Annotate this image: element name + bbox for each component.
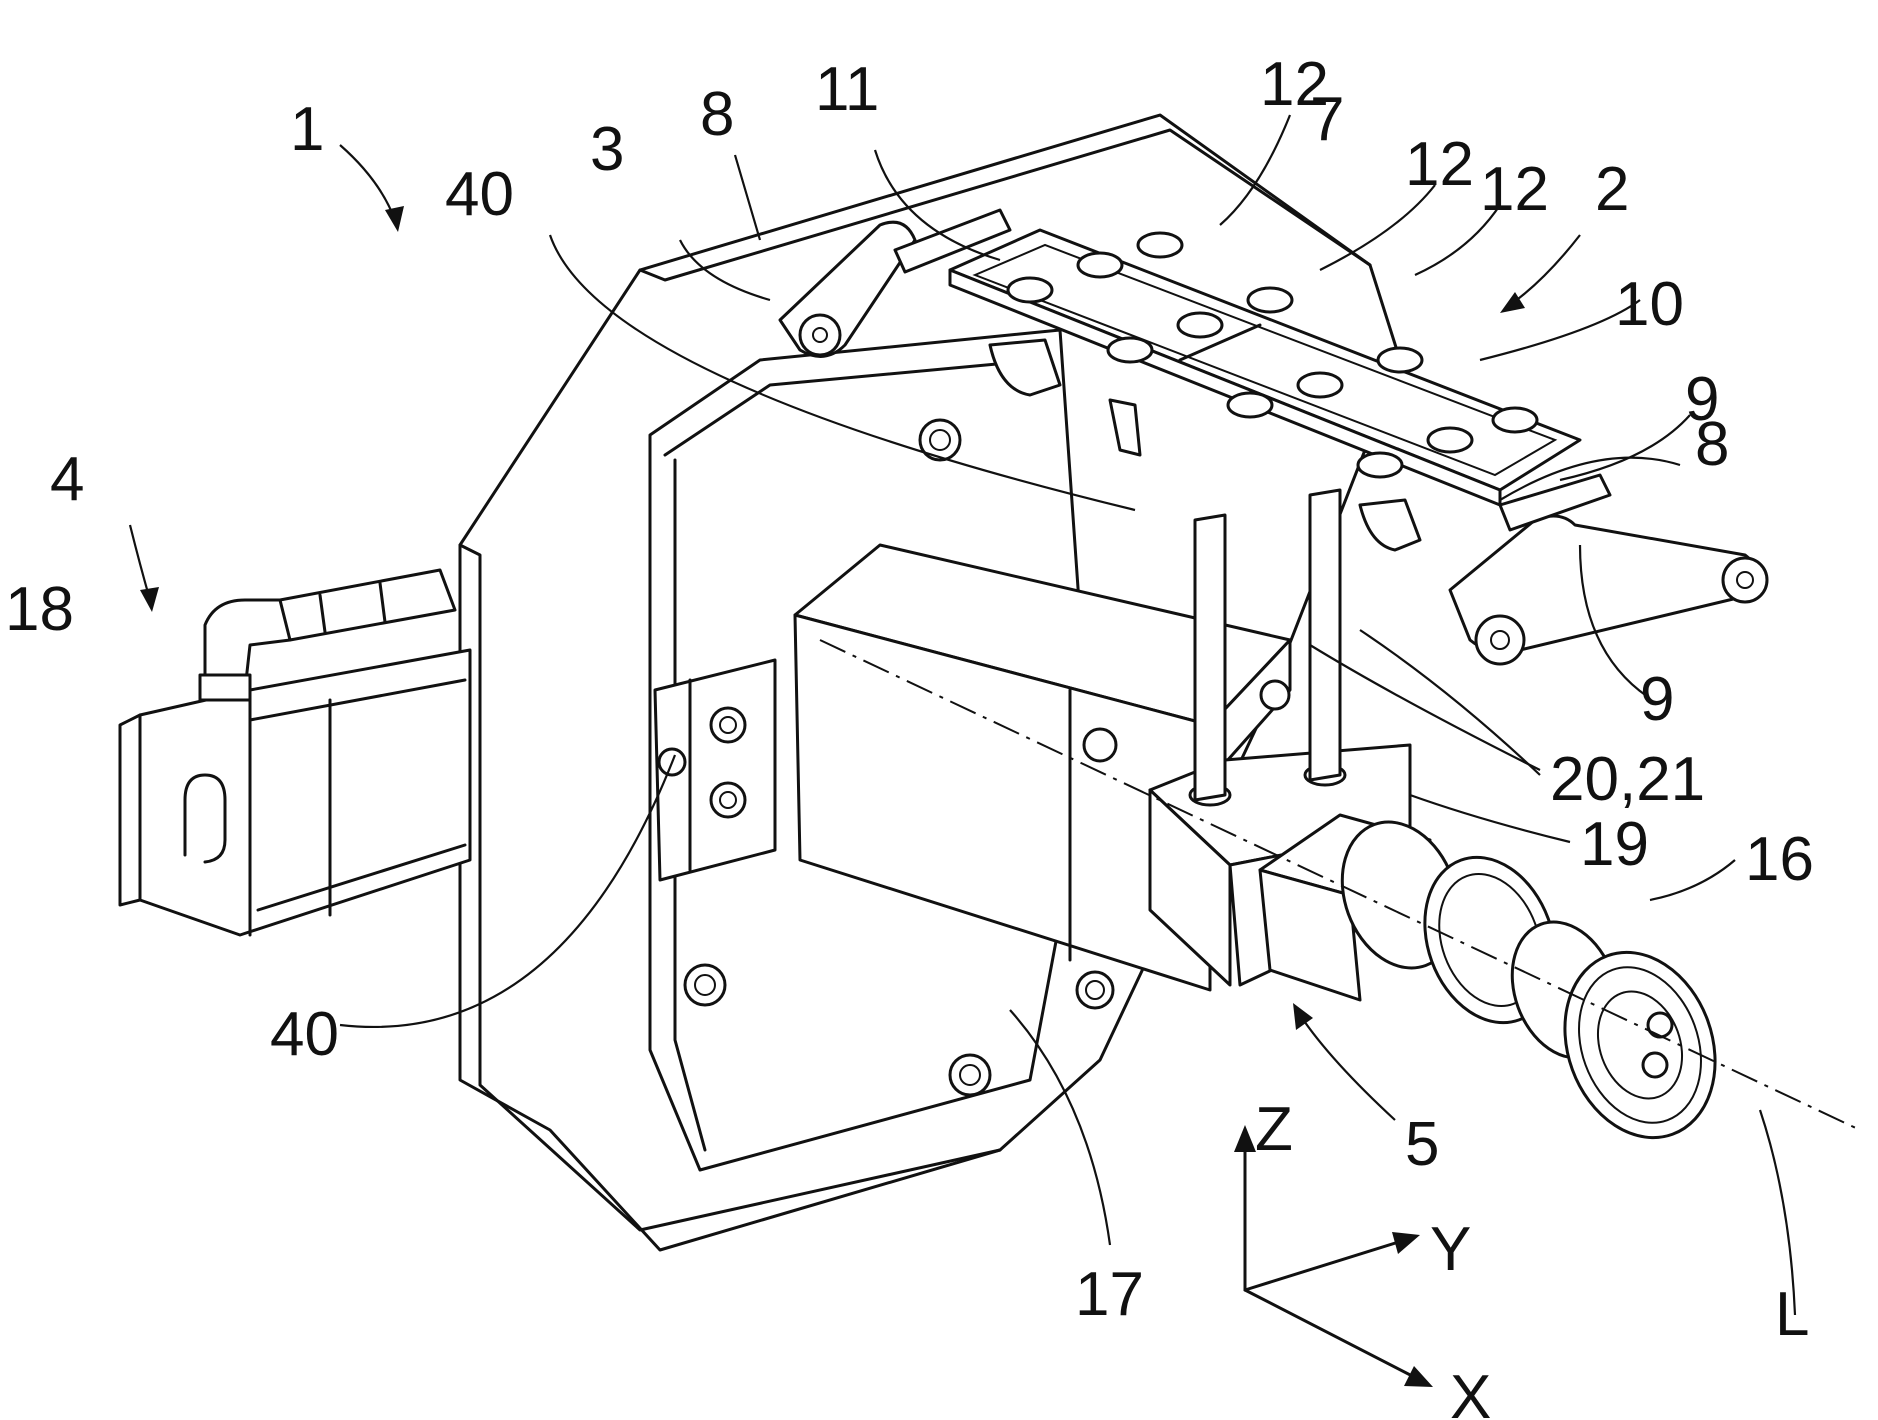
- label-axis-l: L: [1775, 1280, 1809, 1349]
- label-ref-12-b: 12: [1405, 130, 1474, 199]
- plate-hole: [1358, 453, 1402, 477]
- label-ref-40-top: 40: [445, 160, 514, 229]
- label-ref-17: 17: [1075, 1260, 1144, 1329]
- plate-hole: [1228, 393, 1272, 417]
- plate-bolt: [950, 1055, 990, 1095]
- label-ref-19: 19: [1580, 810, 1649, 879]
- label-ref-11: 11: [815, 55, 879, 124]
- plate-hole: [1138, 233, 1182, 257]
- label-ref-4: 4: [50, 445, 84, 514]
- label-ref-20-21: 20,21: [1550, 745, 1705, 814]
- plate-hole: [1298, 373, 1342, 397]
- label-axis-z: Z: [1255, 1095, 1293, 1164]
- plate-hole: [1108, 338, 1152, 362]
- label-ref-10: 10: [1615, 270, 1684, 339]
- clamp-screw: [711, 708, 745, 742]
- plate-bolt: [685, 965, 725, 1005]
- clamp-screw: [711, 783, 745, 817]
- label-ref-7: 7: [1310, 85, 1344, 154]
- plate-hole: [1008, 278, 1052, 302]
- label-ref-8-left: 8: [700, 80, 734, 149]
- label-ref-3: 3: [590, 115, 624, 184]
- label-ref-8-right: 8: [1695, 410, 1729, 479]
- plate-bolt: [1077, 972, 1113, 1008]
- plate-hole: [1428, 428, 1472, 452]
- plate-hole: [1178, 313, 1222, 337]
- label-ref-40-bottom: 40: [270, 1000, 339, 1069]
- plate-hole: [1378, 348, 1422, 372]
- drive-motor: [120, 570, 470, 935]
- plate-hole: [1493, 408, 1537, 432]
- label-ref-5: 5: [1405, 1110, 1439, 1179]
- label-ref-12-c: 12: [1480, 155, 1549, 224]
- flange-bolt: [1261, 681, 1289, 709]
- coordinate-axes: [1234, 1125, 1433, 1387]
- label-ref-16: 16: [1745, 825, 1814, 894]
- label-ref-1: 1: [290, 95, 324, 164]
- label-ref-2: 2: [1595, 155, 1629, 224]
- label-ref-9-lower: 9: [1640, 665, 1674, 734]
- flange-bolt: [1084, 729, 1116, 761]
- label-ref-18: 18: [5, 575, 74, 644]
- tool-spindle: [1260, 806, 1740, 1159]
- label-axis-x: X: [1450, 1363, 1491, 1420]
- label-axis-y: Y: [1430, 1215, 1471, 1284]
- plate-hole: [1078, 253, 1122, 277]
- plate-hole: [1248, 288, 1292, 312]
